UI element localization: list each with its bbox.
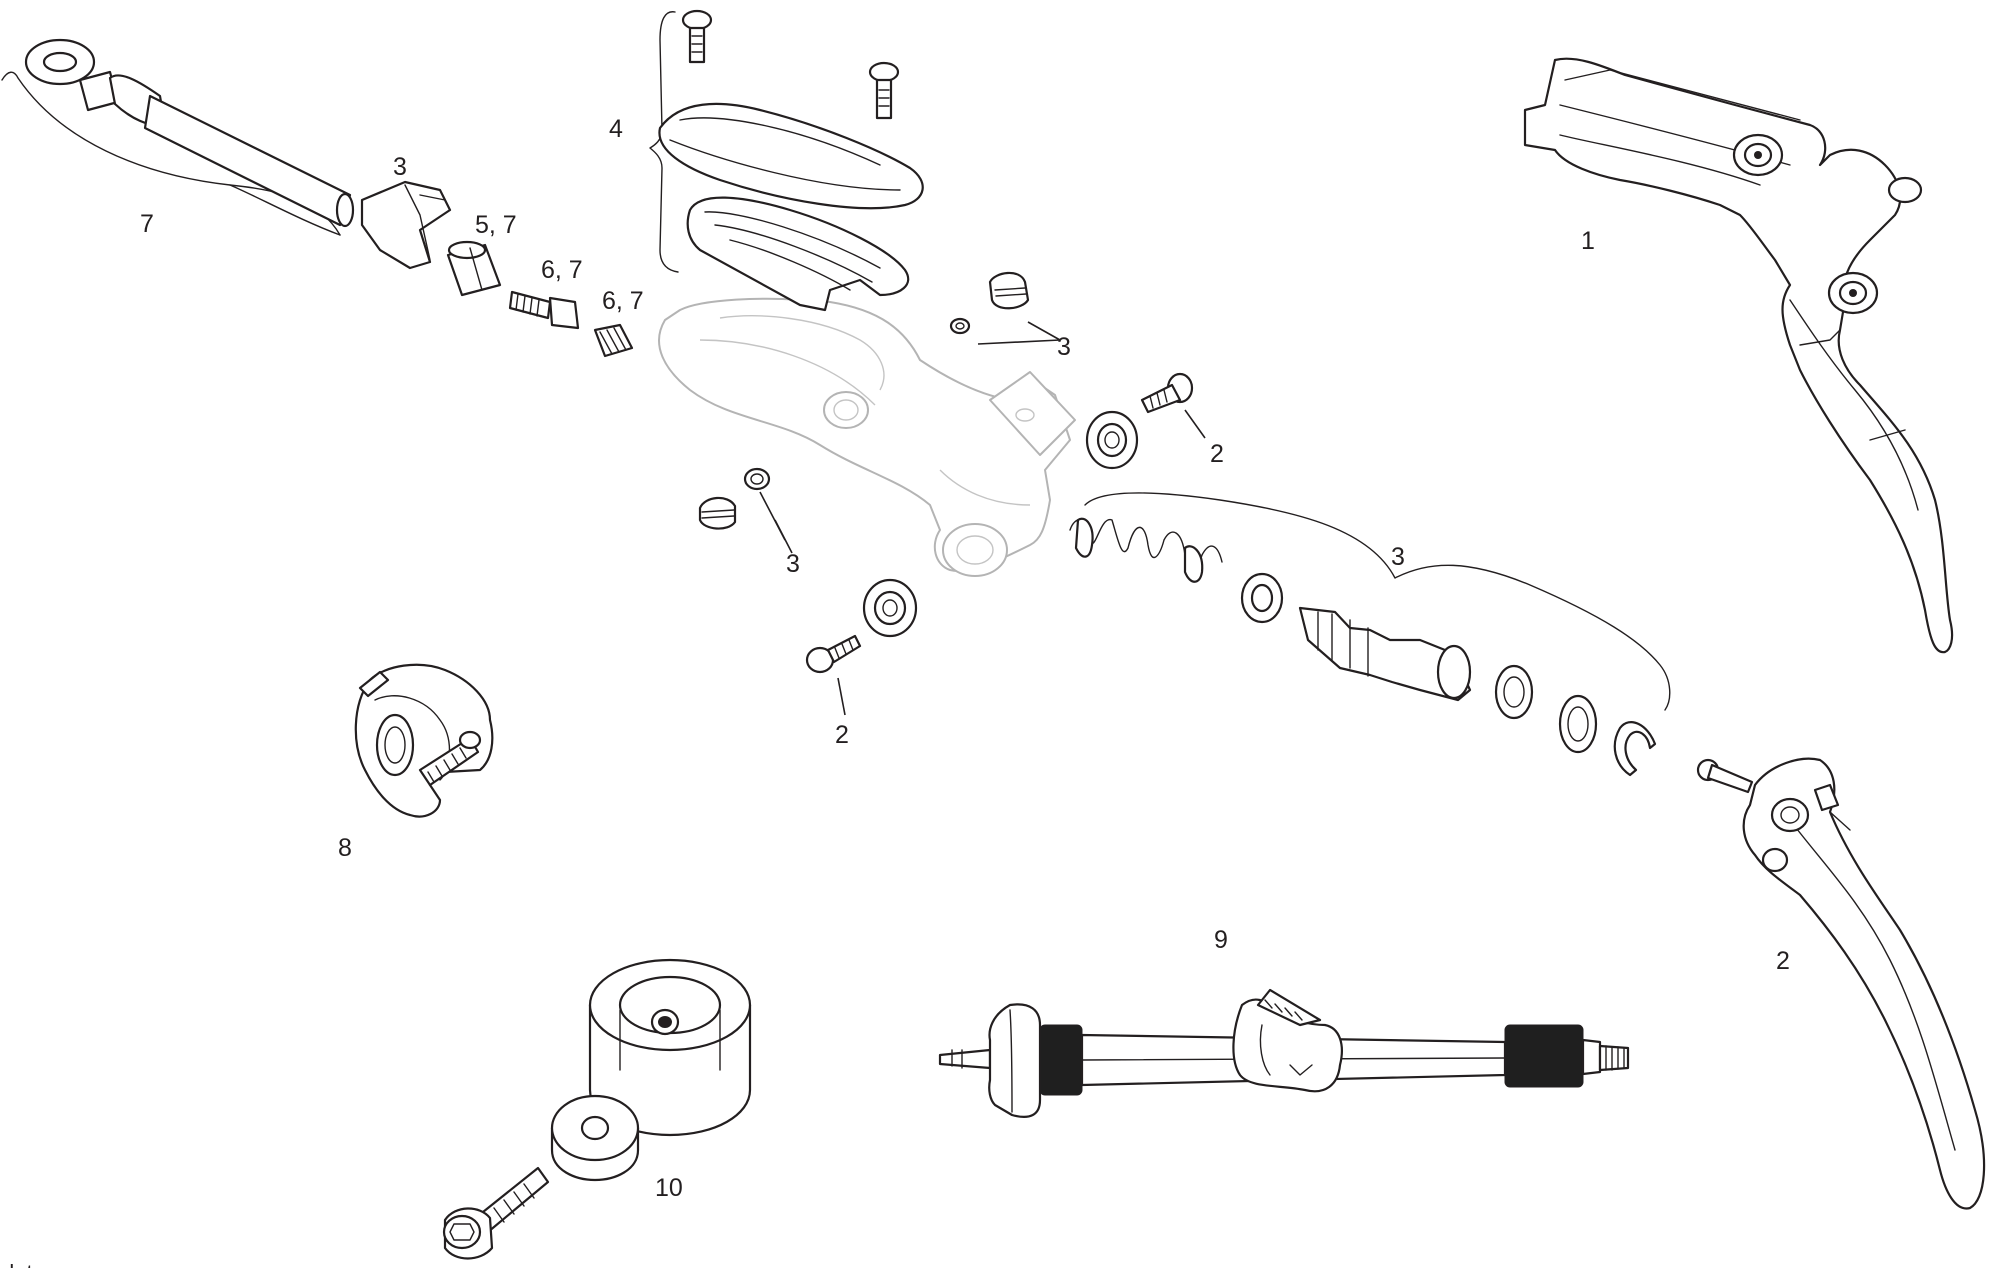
lever-pivot-lower (1827, 271, 1879, 315)
bearing-upper (1085, 410, 1139, 470)
reservoir-diaphragm (686, 196, 910, 312)
lever-pivot-upper (1732, 133, 1784, 177)
threaded-insert (508, 290, 580, 330)
leader-lines (759, 321, 1206, 716)
bearing-lower (862, 578, 918, 638)
label-barb-tool-a: 6, 7 (541, 256, 583, 284)
bleed-port-upper (949, 271, 1030, 335)
reach-screw-lower (805, 634, 862, 674)
press-washer (550, 1094, 640, 1182)
circlip (1613, 721, 1657, 777)
spring (1069, 517, 1223, 583)
label-reach-screw-upper: 2 (1210, 440, 1224, 468)
lever-blade (1696, 757, 1986, 1210)
label-hose-barb: 3 (393, 153, 407, 181)
piston-cup (1240, 572, 1284, 624)
press-tool (442, 958, 752, 1260)
piston (1298, 606, 1472, 702)
bleed-port-lower (698, 467, 771, 530)
cap-screw-upper (681, 9, 713, 64)
label-clamp: 8 (338, 834, 352, 862)
label-bleed-tool: 9 (1214, 926, 1228, 954)
bleed-tool-clamp (1232, 988, 1343, 1093)
hose-assembly (1, 38, 355, 236)
footer-cut-text: dates (2, 1260, 56, 1268)
label-piston-kit: 3 (1391, 543, 1405, 571)
reservoir-cap (658, 102, 924, 210)
label-reach-screw-lower: 2 (835, 721, 849, 749)
banjo-fitting (24, 38, 120, 112)
lever-assembly (1523, 57, 1954, 654)
label-lever-blade: 2 (1776, 947, 1790, 975)
label-reservoir-cap-kit: 4 (609, 115, 623, 143)
barb-collar (593, 323, 634, 358)
callout-labels: 7 3 5, 7 6, 7 6, 7 4 1 3 3 2 2 3 8 2 9 1… (2, 115, 1790, 1268)
piston-kit (1069, 492, 1671, 777)
reservoir-cap-kit (649, 9, 924, 312)
label-barb-tool-b: 6, 7 (602, 287, 644, 315)
press-bolt (442, 1166, 550, 1260)
label-press-tool: 10 (655, 1174, 683, 1202)
label-lever-assembly: 1 (1581, 227, 1595, 255)
label-bleed-port-lower: 3 (786, 550, 800, 578)
ghost-lever-body (658, 297, 1076, 577)
piston-seal (1494, 664, 1534, 720)
reach-screw-upper (1140, 372, 1194, 414)
label-hose: 7 (140, 210, 154, 238)
push-rod (1696, 758, 1754, 794)
clamp (354, 663, 494, 818)
piston-washer (1558, 694, 1598, 754)
press-cup (588, 958, 752, 1137)
label-compression-fitting: 5, 7 (475, 211, 517, 239)
compression-nut (446, 240, 502, 297)
cap-screw-right (868, 61, 900, 120)
label-bleed-port-upper: 3 (1057, 333, 1071, 361)
bleed-tool-knob (988, 1003, 1042, 1118)
bleed-tool (938, 988, 1630, 1118)
hose-barb (360, 180, 452, 270)
